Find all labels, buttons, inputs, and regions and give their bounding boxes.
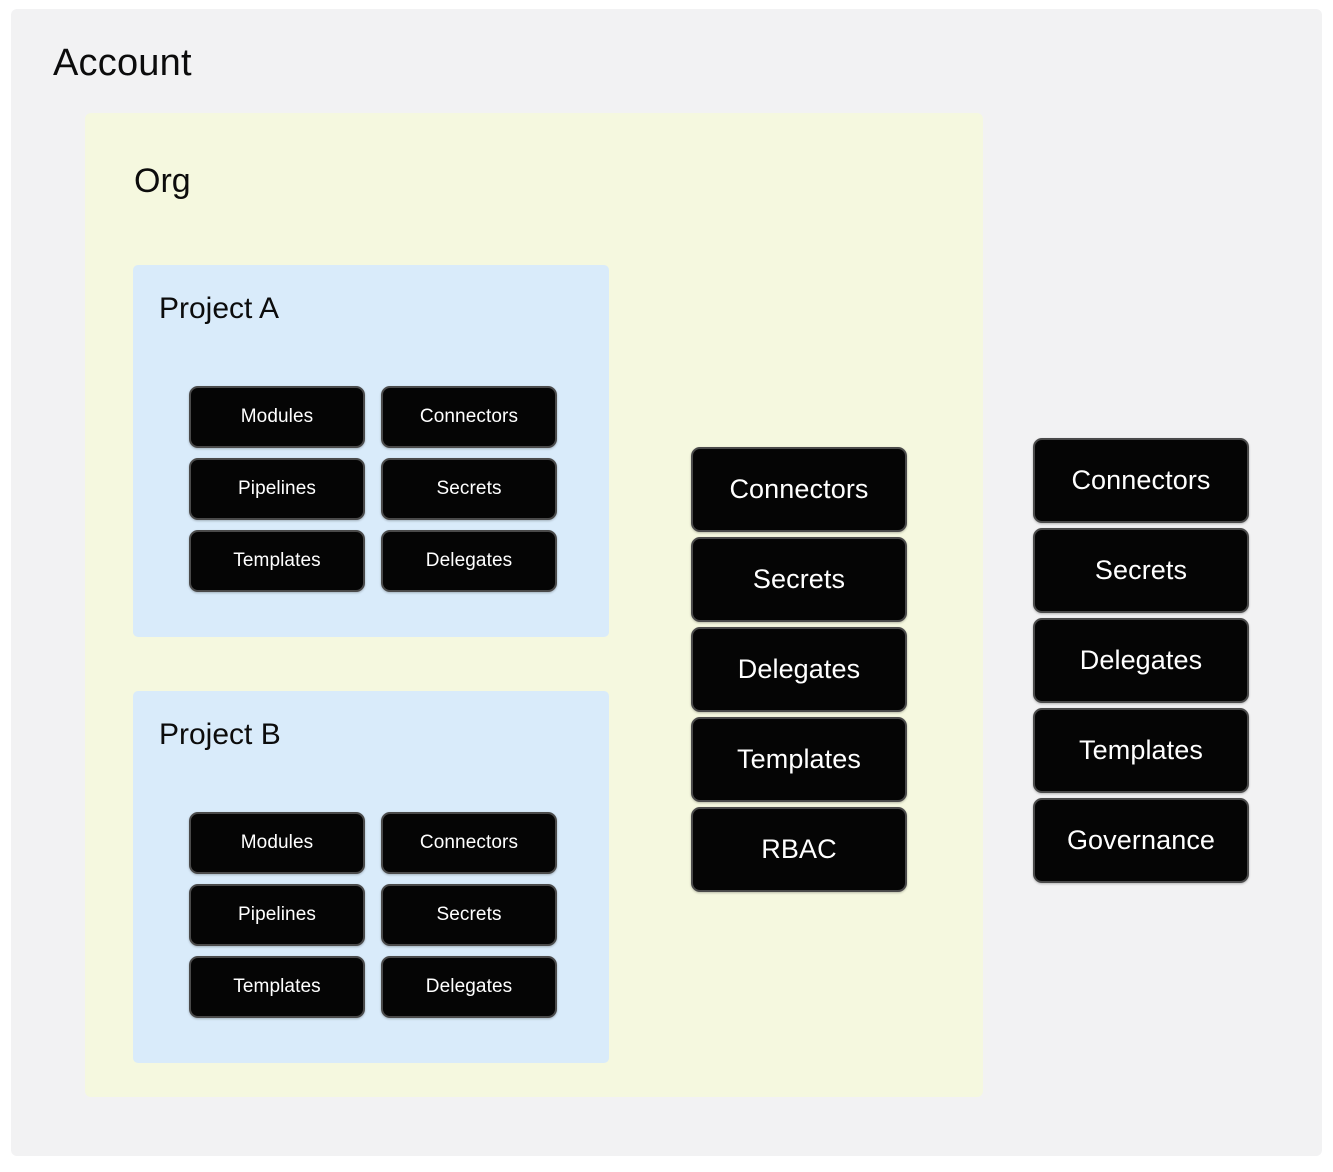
resource-button-templates[interactable]: Templates [189,956,365,1018]
project-resource-grid: Modules Connectors Pipelines Secrets Tem… [189,386,557,592]
resource-button-delegates[interactable]: Delegates [691,627,907,712]
resource-button-secrets[interactable]: Secrets [1033,528,1249,613]
account-scope-panel: Account Org Project A Modules Connectors… [11,9,1322,1156]
resource-button-delegates[interactable]: Delegates [1033,618,1249,703]
resource-button-pipelines[interactable]: Pipelines [189,884,365,946]
project-resource-grid: Modules Connectors Pipelines Secrets Tem… [189,812,557,1018]
resource-button-templates[interactable]: Templates [189,530,365,592]
resource-button-delegates[interactable]: Delegates [381,956,557,1018]
resource-button-pipelines[interactable]: Pipelines [189,458,365,520]
resource-button-modules[interactable]: Modules [189,386,365,448]
project-title: Project A [159,292,280,325]
resource-button-templates[interactable]: Templates [691,717,907,802]
resource-button-connectors[interactable]: Connectors [381,386,557,448]
resource-button-templates[interactable]: Templates [1033,708,1249,793]
org-title: Org [134,162,191,200]
resource-button-modules[interactable]: Modules [189,812,365,874]
resource-button-delegates[interactable]: Delegates [381,530,557,592]
project-scope-panel-b: Project B Modules Connectors Pipelines S… [133,691,609,1063]
resource-button-governance[interactable]: Governance [1033,798,1249,883]
org-resource-column: Connectors Secrets Delegates Templates R… [691,447,907,892]
resource-button-secrets[interactable]: Secrets [381,884,557,946]
account-title: Account [53,42,192,84]
org-scope-panel: Org Project A Modules Connectors Pipelin… [85,113,983,1097]
resource-button-rbac[interactable]: RBAC [691,807,907,892]
resource-button-connectors[interactable]: Connectors [381,812,557,874]
project-scope-panel-a: Project A Modules Connectors Pipelines S… [133,265,609,637]
resource-button-connectors[interactable]: Connectors [691,447,907,532]
resource-button-secrets[interactable]: Secrets [691,537,907,622]
account-resource-column: Connectors Secrets Delegates Templates G… [1033,438,1249,883]
resource-button-secrets[interactable]: Secrets [381,458,557,520]
project-title: Project B [159,718,281,751]
resource-button-connectors[interactable]: Connectors [1033,438,1249,523]
